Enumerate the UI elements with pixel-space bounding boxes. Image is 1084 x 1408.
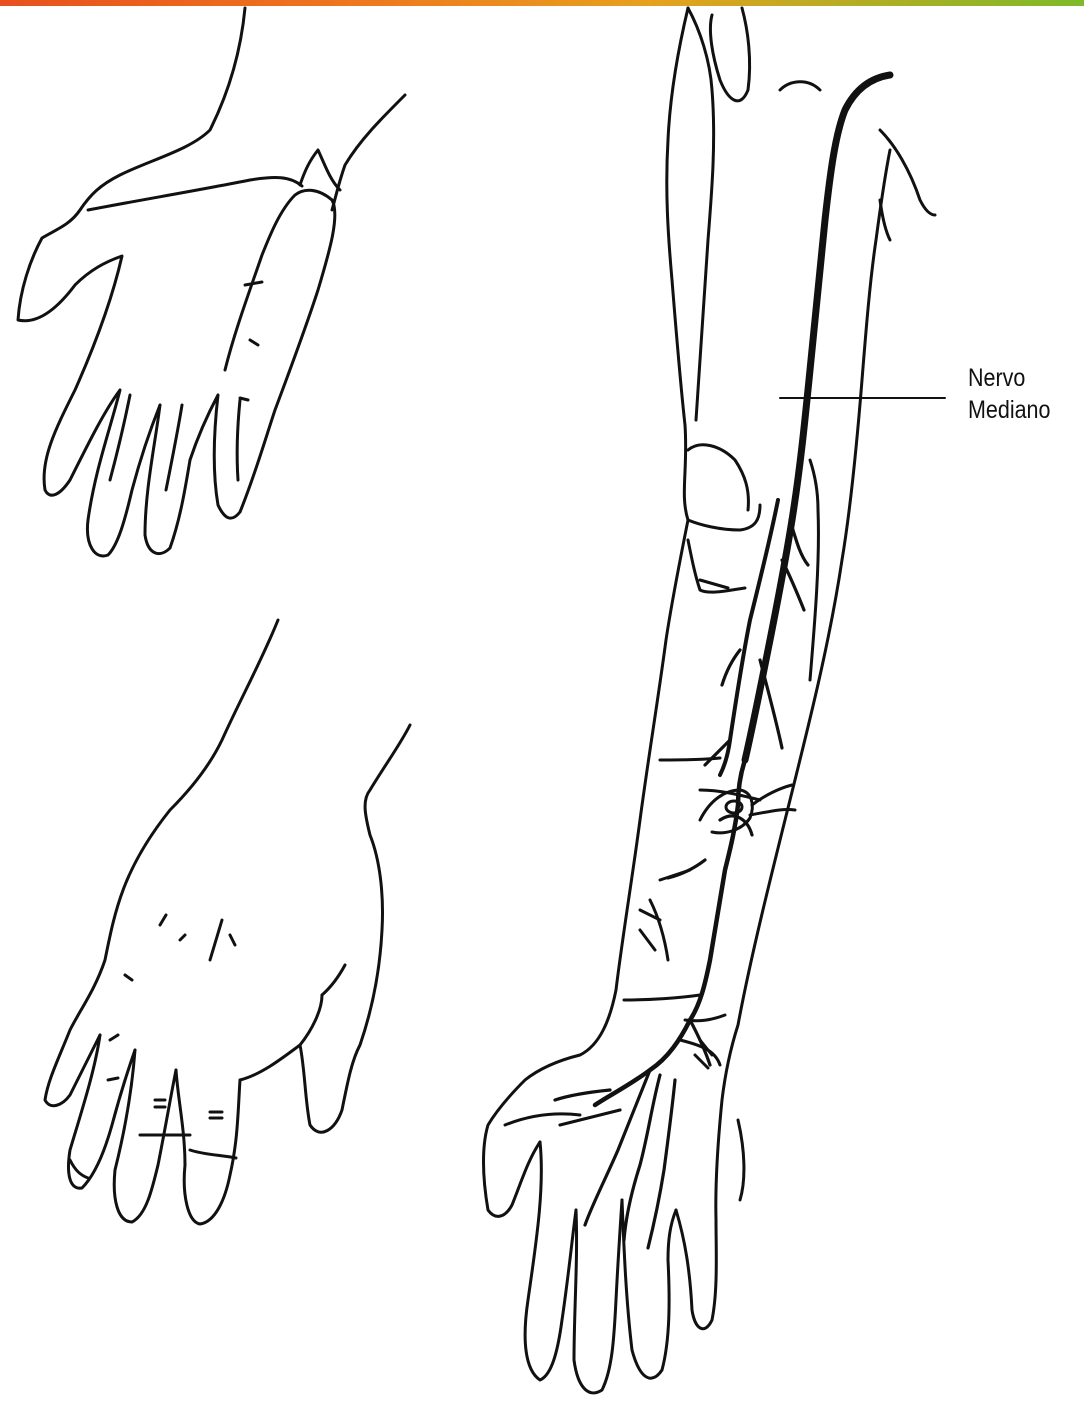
median-nerve (555, 75, 890, 1248)
hand-dorsal-figure (45, 620, 410, 1224)
nerve-label-line1: Nervo (968, 362, 1050, 394)
hand-palm-figure (18, 8, 405, 556)
arm-outline (484, 8, 936, 1393)
nerve-label: Nervo Mediano (968, 362, 1050, 426)
nerve-label-line2: Mediano (968, 394, 1050, 426)
